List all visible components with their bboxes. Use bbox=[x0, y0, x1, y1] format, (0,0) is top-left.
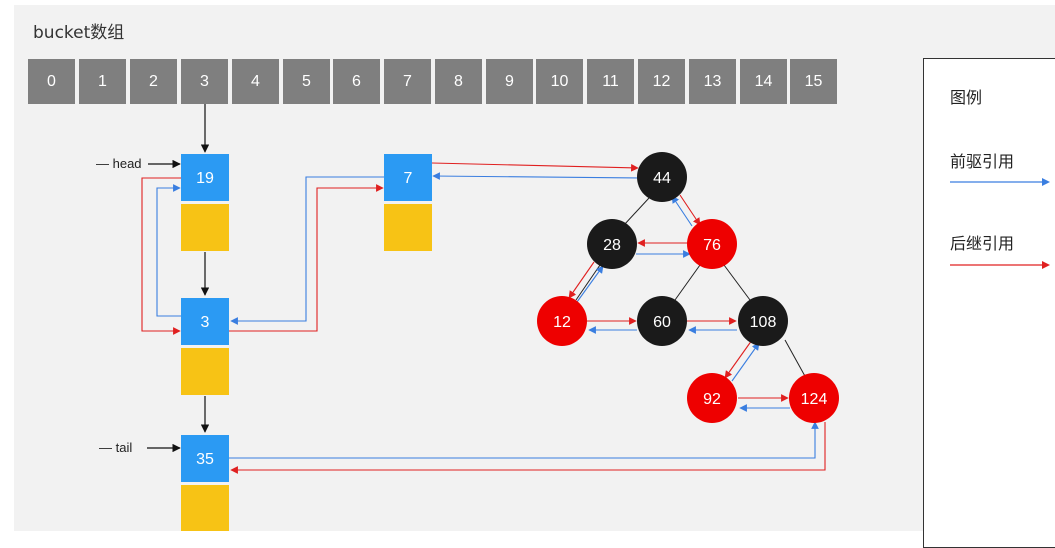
next-ref-28-to-12 bbox=[568, 261, 595, 299]
page-title: bucket数组 bbox=[33, 23, 125, 43]
bucket-cell-13: 13 bbox=[689, 59, 736, 104]
prev-ref-3-to-19 bbox=[156, 184, 181, 317]
list-node-19-payload bbox=[181, 204, 229, 251]
prev-ref-44-to-7 bbox=[432, 172, 639, 180]
bucket-cell-4: 4 bbox=[232, 59, 279, 104]
bucket-cell-3: 3 bbox=[181, 59, 228, 104]
list-node-3-key bbox=[181, 298, 229, 345]
tail-label: — tail bbox=[99, 440, 132, 455]
next-ref-19-to-3 bbox=[141, 177, 181, 335]
tree-node-60 bbox=[637, 296, 687, 346]
tree-node-92 bbox=[687, 373, 737, 423]
tree-node-60-label: 60 bbox=[653, 314, 671, 331]
head-label: — head bbox=[96, 156, 142, 171]
list-node-19-key bbox=[181, 154, 229, 201]
legend-next-arrow bbox=[950, 261, 1050, 269]
bucket-cell-7: 7 bbox=[384, 59, 431, 104]
bucket-cell-1: 1 bbox=[79, 59, 126, 104]
legend-prev-label: 前驱引用 bbox=[950, 152, 1015, 171]
next-ref-124-to-35 bbox=[230, 422, 826, 474]
tree-node-108 bbox=[738, 296, 788, 346]
list-node-7-key bbox=[384, 154, 432, 201]
bucket-cell-10: 10 bbox=[536, 59, 583, 104]
bucket-cell-14: 14 bbox=[740, 59, 787, 104]
bucket-cell-6: 6 bbox=[333, 59, 380, 104]
list-node-3-label: 3 bbox=[201, 314, 210, 331]
next-ref-7-to-44 bbox=[431, 162, 639, 172]
legend-panel: 图例 前驱引用 后继引用 bbox=[923, 58, 1055, 548]
tree-node-76 bbox=[687, 219, 737, 269]
list-node-35-key bbox=[181, 435, 229, 482]
legend-title: 图例 bbox=[950, 88, 983, 107]
tree-node-124-label: 124 bbox=[801, 391, 828, 408]
bucket-cell-11: 11 bbox=[587, 59, 634, 104]
tree-edge-108-124 bbox=[784, 339, 807, 379]
tree-edge-44-28 bbox=[623, 197, 650, 226]
prev-ref-12-to-28 bbox=[576, 265, 604, 303]
tree-node-12-label: 12 bbox=[553, 314, 571, 331]
list-node-7-payload bbox=[384, 204, 432, 251]
next-ref-44-to-76 bbox=[679, 194, 701, 226]
list-node-35-label: 35 bbox=[196, 451, 214, 468]
list-node-19-label: 19 bbox=[196, 170, 214, 187]
bucket-cell-0: 0 bbox=[28, 59, 75, 104]
tree-node-124 bbox=[789, 373, 839, 423]
bucket-cell-8: 8 bbox=[435, 59, 482, 104]
prev-ref-92-to-108 bbox=[731, 342, 760, 382]
list-node-35-payload bbox=[181, 485, 229, 531]
tree-node-92-label: 92 bbox=[703, 391, 721, 408]
tree-node-44-label: 44 bbox=[653, 170, 671, 187]
tree-node-28-label: 28 bbox=[603, 237, 621, 254]
bucket-cell-9: 9 bbox=[486, 59, 533, 104]
legend-prev-arrow bbox=[950, 178, 1050, 186]
next-ref-3-to-7 bbox=[229, 184, 384, 332]
tree-edge-76-108 bbox=[723, 264, 751, 301]
legend-next-label: 后继引用 bbox=[950, 234, 1015, 253]
prev-ref-7-to-3 bbox=[230, 176, 385, 325]
bucket-cell-15: 15 bbox=[790, 59, 837, 104]
prev-ref-35-to-124 bbox=[229, 421, 819, 459]
linked-list-and-tree-diagram: — head — tail 19 3 35 7 bbox=[96, 104, 839, 531]
tree-node-44 bbox=[637, 152, 687, 202]
bucket-cell-2: 2 bbox=[130, 59, 177, 104]
bucket-cell-5: 5 bbox=[283, 59, 330, 104]
tree-node-108-label: 108 bbox=[750, 314, 777, 331]
prev-ref-76-to-44 bbox=[671, 195, 693, 227]
tree-node-28 bbox=[587, 219, 637, 269]
bucket-cell-12: 12 bbox=[638, 59, 685, 104]
list-node-7-label: 7 bbox=[404, 170, 413, 187]
list-node-3-payload bbox=[181, 348, 229, 395]
next-ref-108-to-92 bbox=[724, 339, 753, 379]
tree-node-12 bbox=[537, 296, 587, 346]
tree-edge-76-60 bbox=[674, 264, 701, 301]
tree-node-76-label: 76 bbox=[703, 237, 721, 254]
